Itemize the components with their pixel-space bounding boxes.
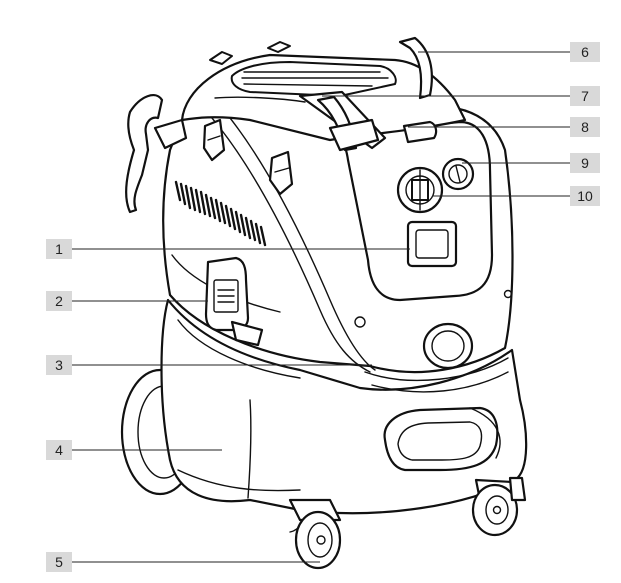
castor-wheel-right: [471, 476, 527, 537]
callout-2: 2: [46, 291, 72, 311]
callout-2-number: 2: [55, 293, 63, 309]
callout-5-number: 5: [55, 554, 63, 570]
vacuum-cleaner-illustration: [120, 36, 528, 570]
vent-grille: [174, 180, 267, 247]
callout-7-number: 7: [581, 88, 589, 104]
callout-7: 7: [570, 86, 600, 106]
callout-labels: 1 2 3 4 5 6 7 8: [46, 42, 600, 572]
callout-3-number: 3: [55, 357, 63, 373]
callout-4: 4: [46, 440, 72, 460]
callout-10: 10: [570, 186, 600, 206]
callout-10-number: 10: [577, 188, 593, 204]
suction-power-dial: [441, 157, 475, 191]
accessory-clip-right: [268, 150, 294, 196]
callout-3: 3: [46, 355, 72, 375]
main-switch-knob: [396, 166, 444, 214]
front-bumper-handle: [383, 406, 501, 472]
callout-leaders: [72, 51, 570, 563]
hose-connector: [422, 322, 474, 370]
side-bracket: [125, 94, 188, 214]
container-latch: [204, 256, 264, 347]
callout-5: 5: [46, 552, 72, 572]
power-socket: [406, 220, 458, 268]
callout-4-number: 4: [55, 442, 63, 458]
castor-wheel-left: [288, 498, 342, 570]
callout-8-number: 8: [581, 119, 589, 135]
callout-6-number: 6: [581, 44, 589, 60]
callout-6: 6: [570, 42, 600, 62]
callout-8: 8: [570, 117, 600, 137]
cable-hook: [398, 36, 433, 100]
callout-1: 1: [46, 239, 72, 259]
callout-1-number: 1: [55, 241, 63, 257]
small-fasteners: [354, 289, 513, 328]
callout-9-number: 9: [581, 155, 589, 171]
callout-9: 9: [570, 153, 600, 173]
accessory-clip-left: [202, 118, 226, 162]
